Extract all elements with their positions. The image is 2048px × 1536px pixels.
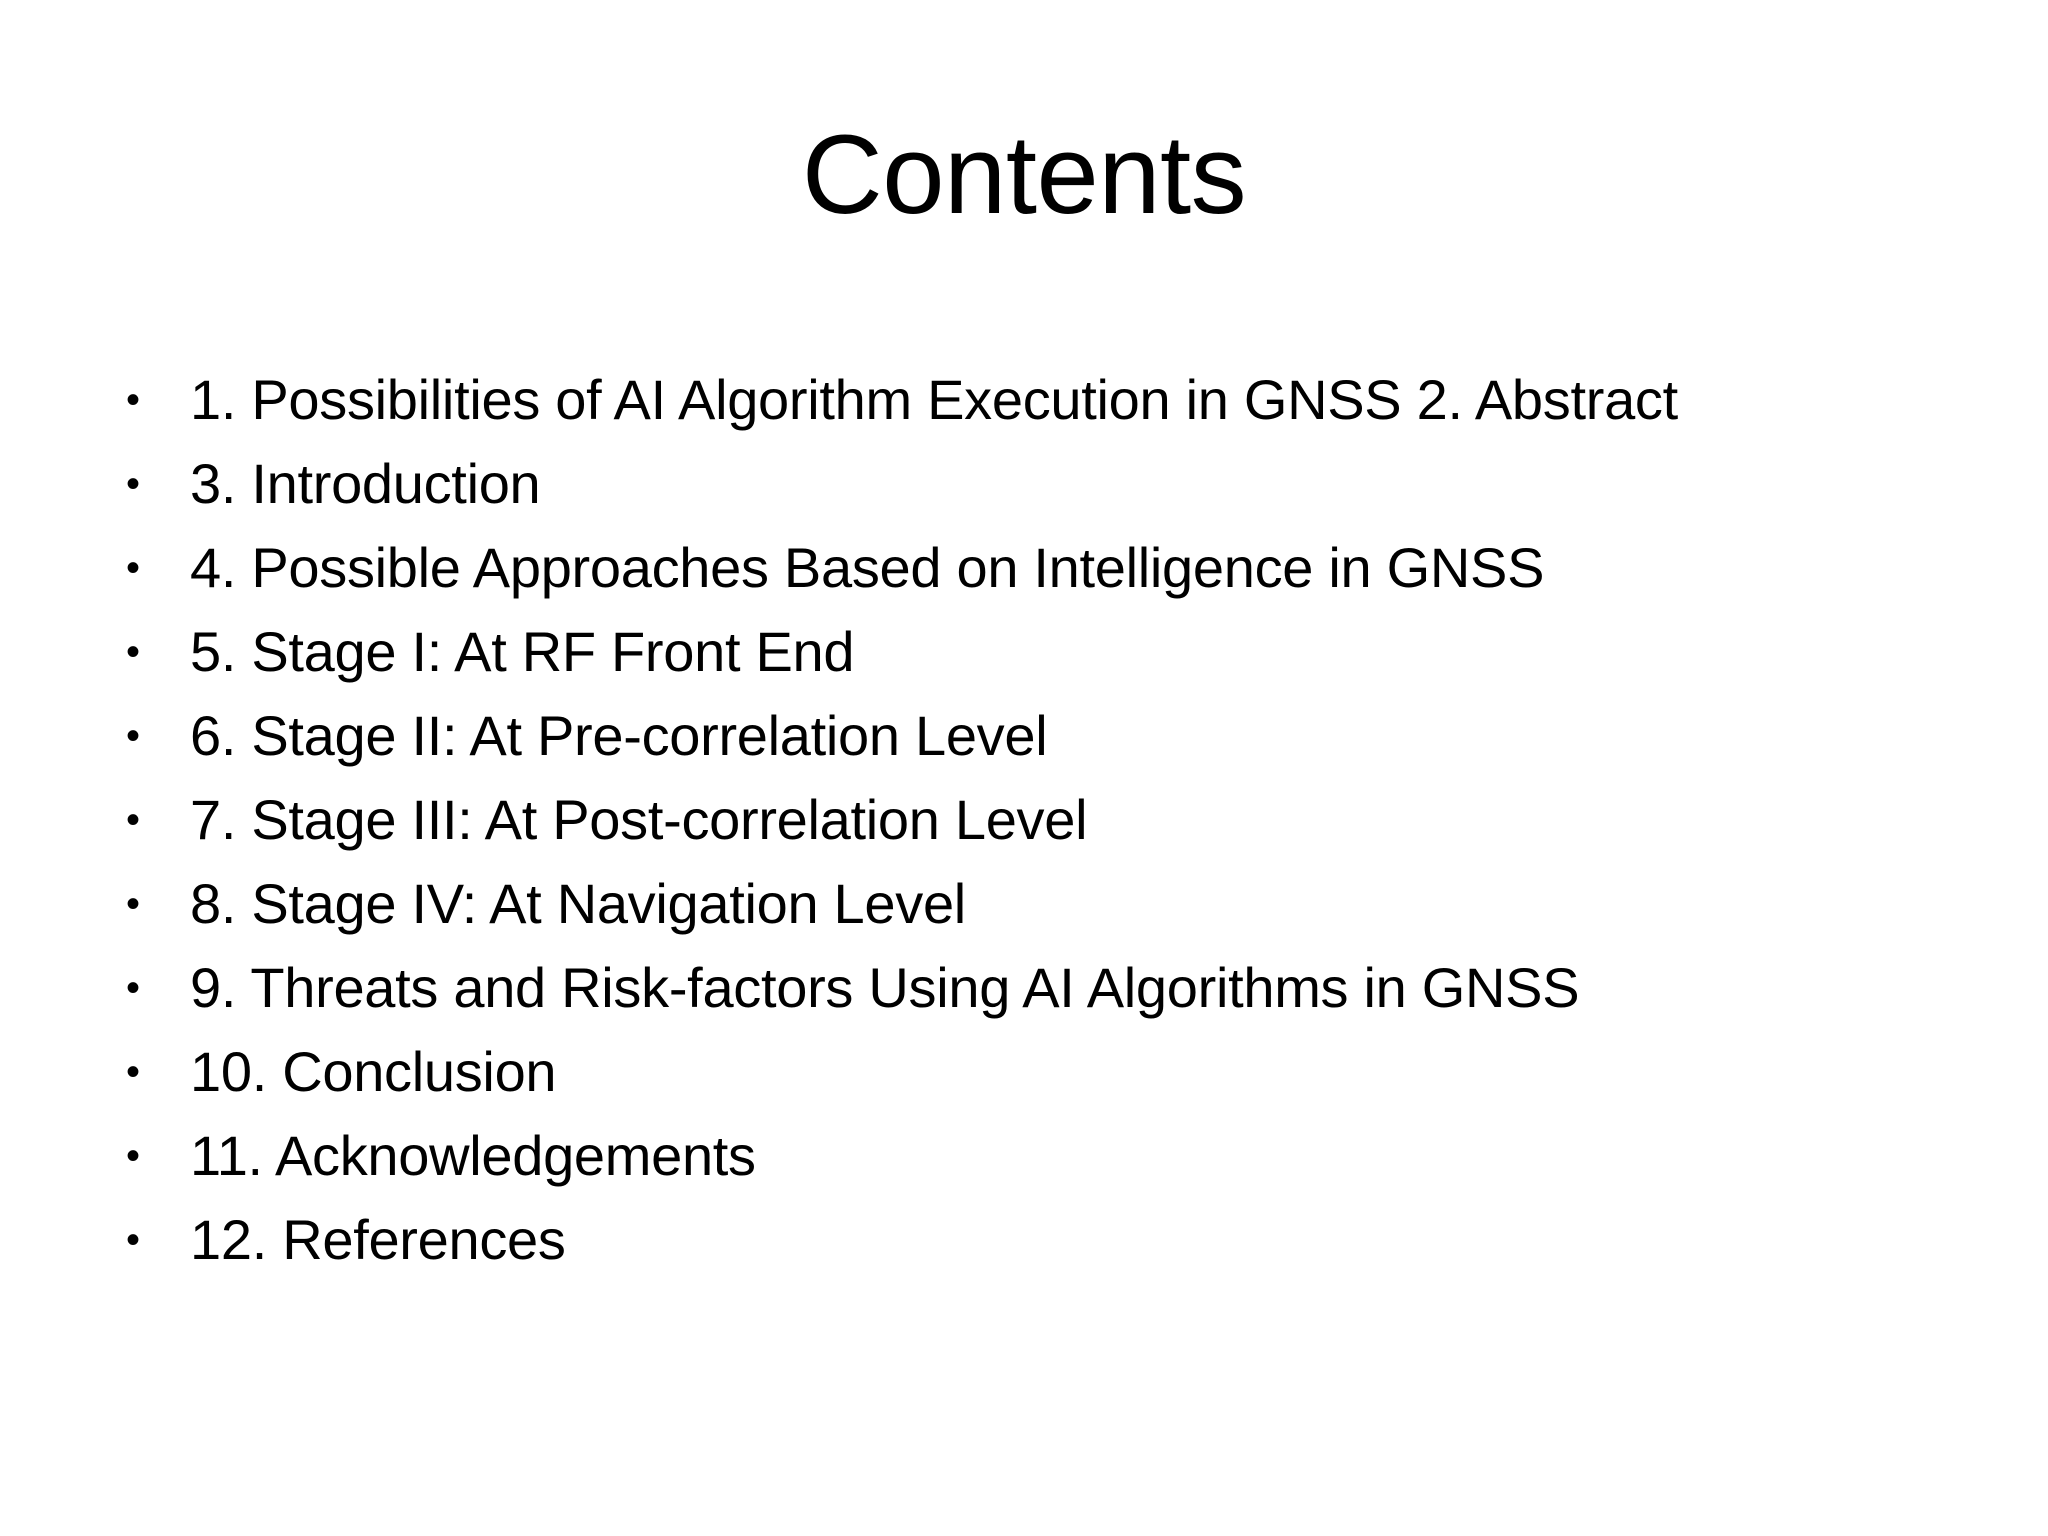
list-item[interactable]: • 7. Stage III: At Post-correlation Leve… — [118, 778, 2018, 862]
list-item-label: 4. Possible Approaches Based on Intellig… — [190, 536, 1545, 599]
list-item[interactable]: • 8. Stage IV: At Navigation Level — [118, 862, 2018, 946]
list-item-label: 9. Threats and Risk-factors Using AI Alg… — [190, 956, 1580, 1019]
list-item[interactable]: • 9. Threats and Risk-factors Using AI A… — [118, 946, 2018, 1030]
contents-list-container: • 1. Possibilities of AI Algorithm Execu… — [118, 358, 2018, 1282]
list-item-label: 1. Possibilities of AI Algorithm Executi… — [190, 368, 1678, 431]
list-item[interactable]: • 4. Possible Approaches Based on Intell… — [118, 526, 2018, 610]
list-item-label: 11. Acknowledgements — [190, 1124, 756, 1187]
list-item-label: 10. Conclusion — [190, 1040, 557, 1103]
bullet-icon: • — [126, 1134, 141, 1178]
bullet-icon: • — [126, 1218, 141, 1262]
bullet-icon: • — [126, 714, 141, 758]
list-item-label: 3. Introduction — [190, 452, 541, 515]
list-item-label: 12. References — [190, 1208, 566, 1271]
list-item[interactable]: • 12. References — [118, 1198, 2018, 1282]
bullet-icon: • — [126, 378, 141, 422]
list-item[interactable]: • 1. Possibilities of AI Algorithm Execu… — [118, 358, 2018, 442]
bullet-icon: • — [126, 882, 141, 926]
list-item[interactable]: • 10. Conclusion — [118, 1030, 2018, 1114]
contents-list: • 1. Possibilities of AI Algorithm Execu… — [118, 358, 2018, 1282]
bullet-icon: • — [126, 798, 141, 842]
bullet-icon: • — [126, 630, 141, 674]
bullet-icon: • — [126, 1050, 141, 1094]
list-item-label: 7. Stage III: At Post-correlation Level — [190, 788, 1088, 851]
list-item[interactable]: • 6. Stage II: At Pre-correlation Level — [118, 694, 2018, 778]
page-title: Contents — [801, 112, 1247, 238]
list-item-label: 6. Stage II: At Pre-correlation Level — [190, 704, 1048, 767]
list-item[interactable]: • 3. Introduction — [118, 442, 2018, 526]
list-item-label: 5. Stage I: At RF Front End — [190, 620, 855, 683]
bullet-icon: • — [126, 546, 141, 590]
list-item-label: 8. Stage IV: At Navigation Level — [190, 872, 966, 935]
bullet-icon: • — [126, 966, 141, 1010]
list-item[interactable]: • 5. Stage I: At RF Front End — [118, 610, 2018, 694]
bullet-icon: • — [126, 462, 141, 506]
list-item[interactable]: • 11. Acknowledgements — [118, 1114, 2018, 1198]
